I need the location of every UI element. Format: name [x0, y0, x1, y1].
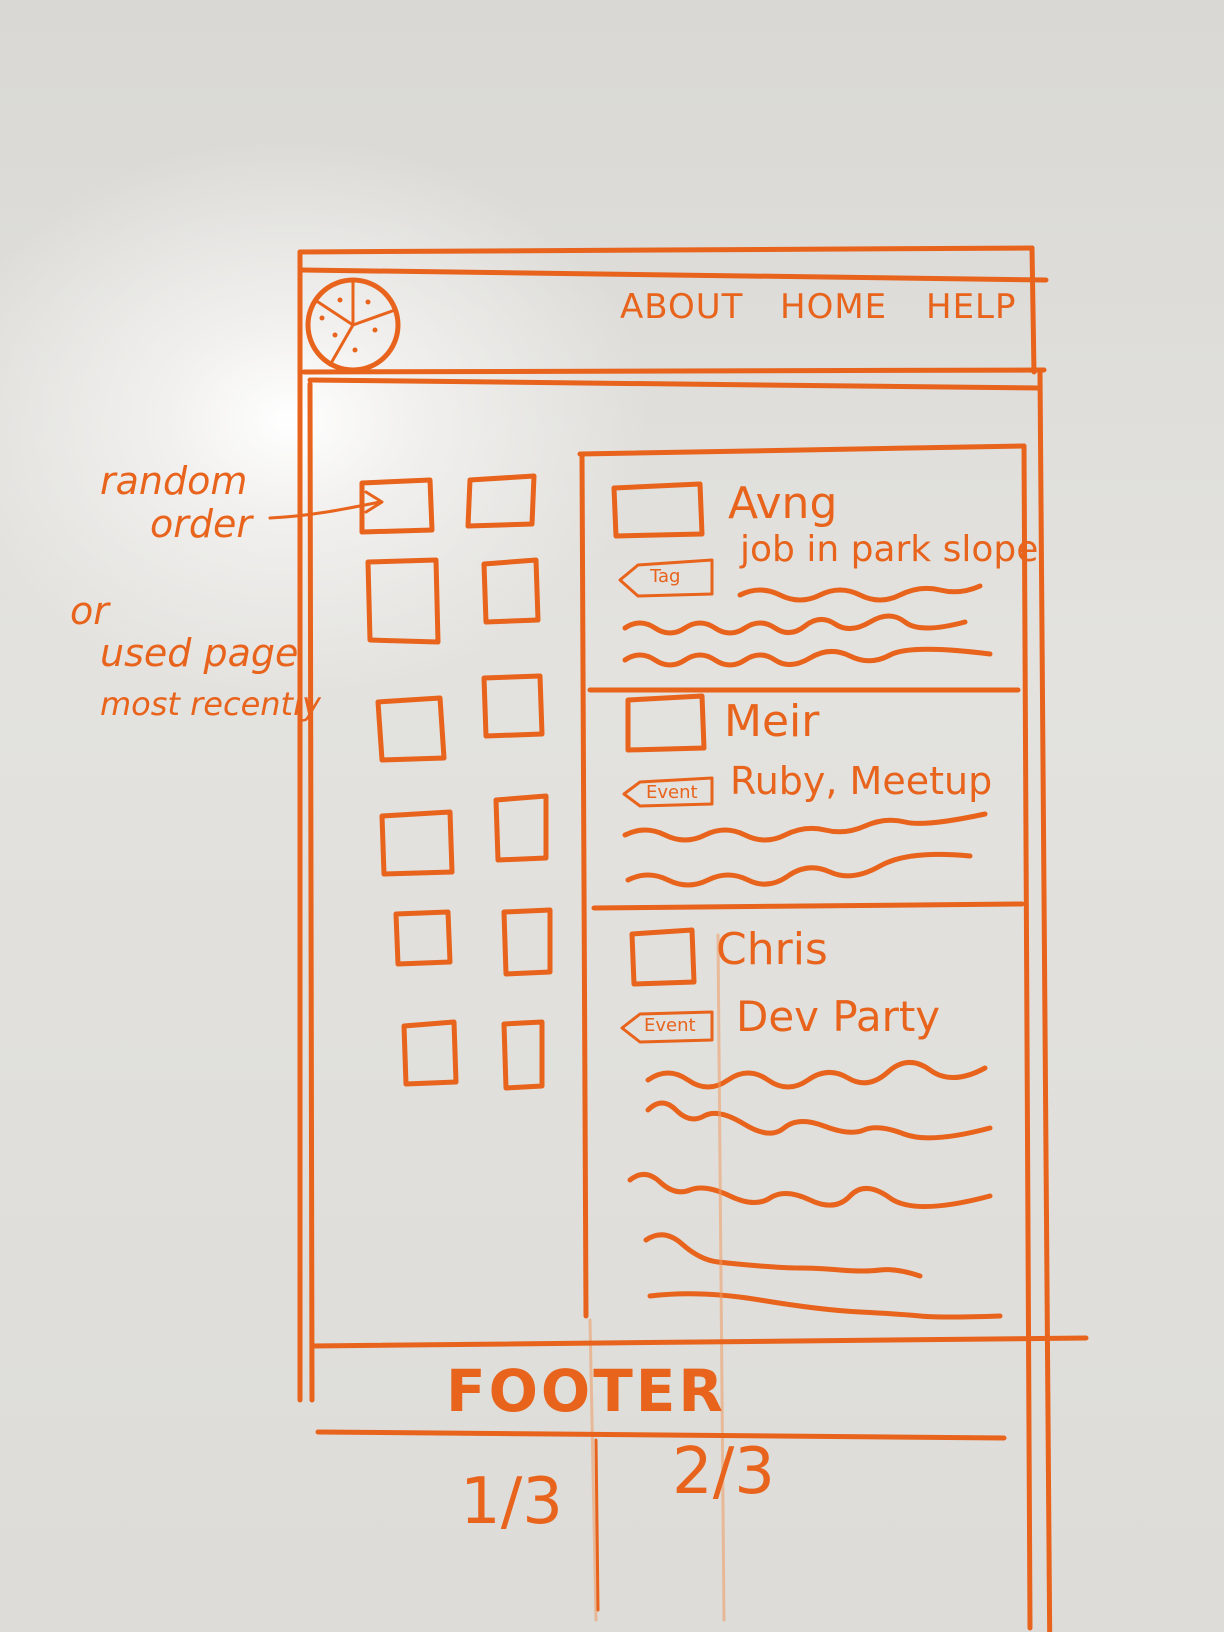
thumbnail[interactable] [481, 557, 541, 625]
nav-home[interactable]: HOME [780, 287, 888, 327]
thumbnail[interactable] [379, 809, 455, 877]
annotation-arrow [268, 490, 384, 520]
thumbnail[interactable] [481, 673, 545, 739]
thumbnail[interactable] [501, 907, 553, 977]
annotation-text: random [100, 459, 248, 503]
footer-frame [309, 1335, 1089, 1612]
thumbnail[interactable] [375, 695, 447, 763]
nav-about[interactable]: ABOUT [620, 287, 744, 327]
tag-badge [618, 558, 714, 598]
thumbnail-grid [359, 473, 553, 1091]
thumbnail[interactable] [501, 1019, 545, 1091]
tag-badge [622, 776, 714, 808]
feed-tag-label: Event [646, 782, 698, 803]
footer-right-fraction: 2/3 [672, 1435, 775, 1509]
annotation-text: order [150, 502, 252, 546]
thumbnail[interactable] [365, 557, 441, 645]
thumbnail[interactable] [401, 1019, 459, 1087]
feed-frame [577, 443, 1033, 1631]
footer-left-fraction: 1/3 [460, 1465, 563, 1539]
feed-avatar[interactable] [611, 481, 705, 539]
page-frame [297, 245, 1053, 1632]
feed-author-name[interactable]: Chris [716, 924, 828, 975]
thumbnail[interactable] [493, 793, 549, 863]
feed-author-name[interactable]: Avng [728, 478, 838, 529]
feed-tag-label: Tag [650, 566, 681, 587]
description-squiggles [622, 583, 1003, 1320]
annotation-text: most recently [100, 685, 321, 723]
pizza-icon[interactable] [305, 277, 401, 373]
tag-badge [620, 1010, 714, 1044]
nav-help[interactable]: HELP [926, 287, 1017, 327]
footer-label: FOOTER [446, 1357, 727, 1425]
thumbnail[interactable] [359, 477, 435, 535]
feed-avatar[interactable] [625, 693, 707, 753]
feed-item-title[interactable]: Ruby, Meetup [730, 759, 993, 803]
annotation-text: used page [100, 631, 299, 675]
feed-tag-label: Event [644, 1015, 696, 1036]
thumbnail[interactable] [393, 909, 453, 967]
feed-author-name[interactable]: Meir [724, 696, 820, 747]
feed-avatar[interactable] [629, 927, 697, 987]
annotation-text: or [70, 589, 109, 633]
feed-item-title[interactable]: job in park slope [740, 529, 1039, 570]
thumbnail[interactable] [465, 473, 537, 529]
feed-item-title[interactable]: Dev Party [736, 992, 941, 1041]
